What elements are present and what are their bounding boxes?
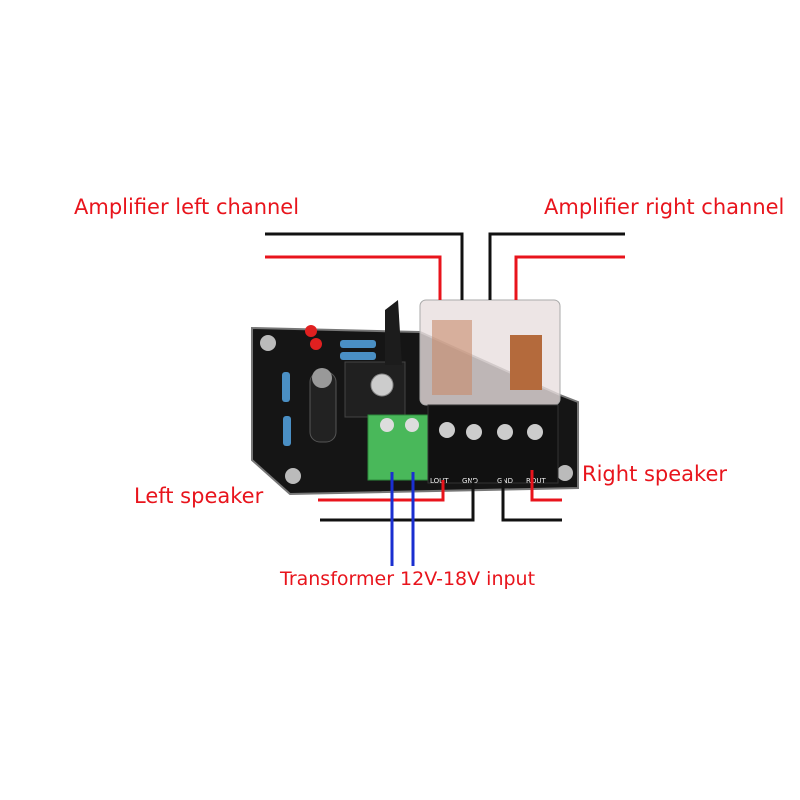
capacitor-top <box>312 368 332 388</box>
mount-hole <box>260 335 276 351</box>
terminal-screw <box>497 424 513 440</box>
label-left-speaker: Left speaker <box>134 484 264 508</box>
wire-left-speaker-black <box>320 480 475 522</box>
wire-right-speaker-red <box>530 470 562 502</box>
terminal-label-gnd: GND <box>462 477 478 485</box>
wire-amp-right-red <box>514 255 625 300</box>
wire-amp-left-red <box>265 255 442 300</box>
label-amplifier-left-channel: Amplifier left channel <box>74 195 300 219</box>
heatsink-fin <box>385 300 402 365</box>
terminal-label-lout: LOUT <box>430 477 449 485</box>
terminal-label-rout: ROUT <box>526 477 546 485</box>
relay-coil <box>510 335 542 390</box>
relay-contacts <box>432 320 472 395</box>
label-amplifier-right-channel: Amplifier right channel <box>544 195 785 219</box>
mount-hole <box>557 465 573 481</box>
red-led <box>310 338 322 350</box>
speaker-terminal-block <box>427 404 559 484</box>
wire-amp-left-black <box>265 232 464 300</box>
resistor <box>340 340 376 348</box>
label-transformer-input: Transformer 12V-18V input <box>280 568 536 590</box>
terminal-label-gnd: GND <box>497 477 513 485</box>
wire-right-speaker-black <box>501 470 562 522</box>
terminal-screw <box>405 418 419 432</box>
resistor <box>340 352 376 360</box>
power-terminal-block <box>367 414 429 481</box>
red-led <box>305 325 317 337</box>
terminal-screw <box>527 424 543 440</box>
resistor <box>283 416 291 446</box>
screw <box>370 373 394 397</box>
terminal-screw <box>380 418 394 432</box>
wire-amp-right-black <box>488 232 625 300</box>
terminal-screw <box>439 422 455 438</box>
label-right-speaker: Right speaker <box>582 462 728 486</box>
resistor <box>282 372 290 402</box>
terminal-screw <box>466 424 482 440</box>
wire-left-speaker-red <box>318 480 445 502</box>
mount-hole <box>285 468 301 484</box>
